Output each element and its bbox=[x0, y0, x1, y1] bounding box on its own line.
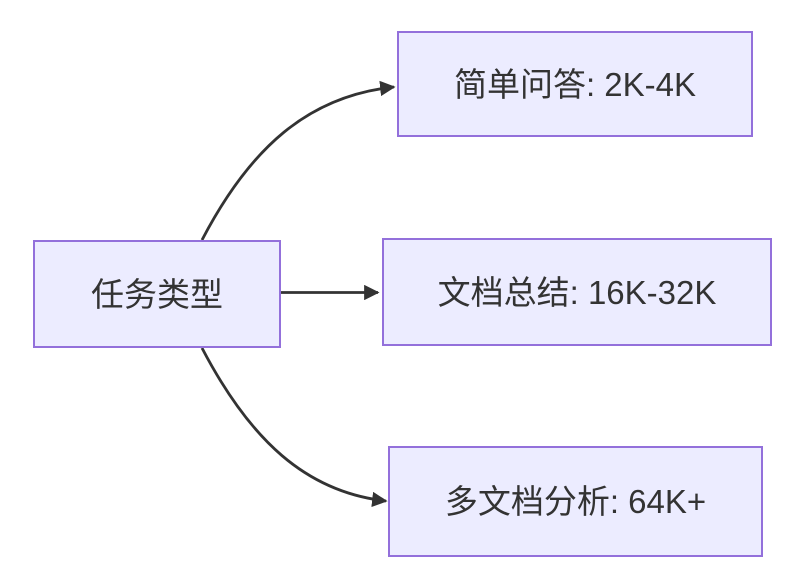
node-task-type: 任务类型 bbox=[33, 240, 281, 348]
node-multi-doc-label: 多文档分析: 64K+ bbox=[444, 483, 707, 520]
node-doc-summary: 文档总结: 16K-32K bbox=[382, 238, 772, 346]
edge-task-type-to-simple-qa bbox=[200, 80, 396, 241]
node-task-type-label: 任务类型 bbox=[91, 275, 223, 313]
edge-task-type-to-multi-doc bbox=[200, 347, 388, 508]
node-simple-qa: 简单问答: 2K-4K bbox=[397, 31, 753, 137]
node-multi-doc: 多文档分析: 64K+ bbox=[388, 446, 763, 557]
node-doc-summary-label: 文档总结: 16K-32K bbox=[437, 273, 717, 311]
node-simple-qa-label: 简单问答: 2K-4K bbox=[453, 65, 697, 103]
